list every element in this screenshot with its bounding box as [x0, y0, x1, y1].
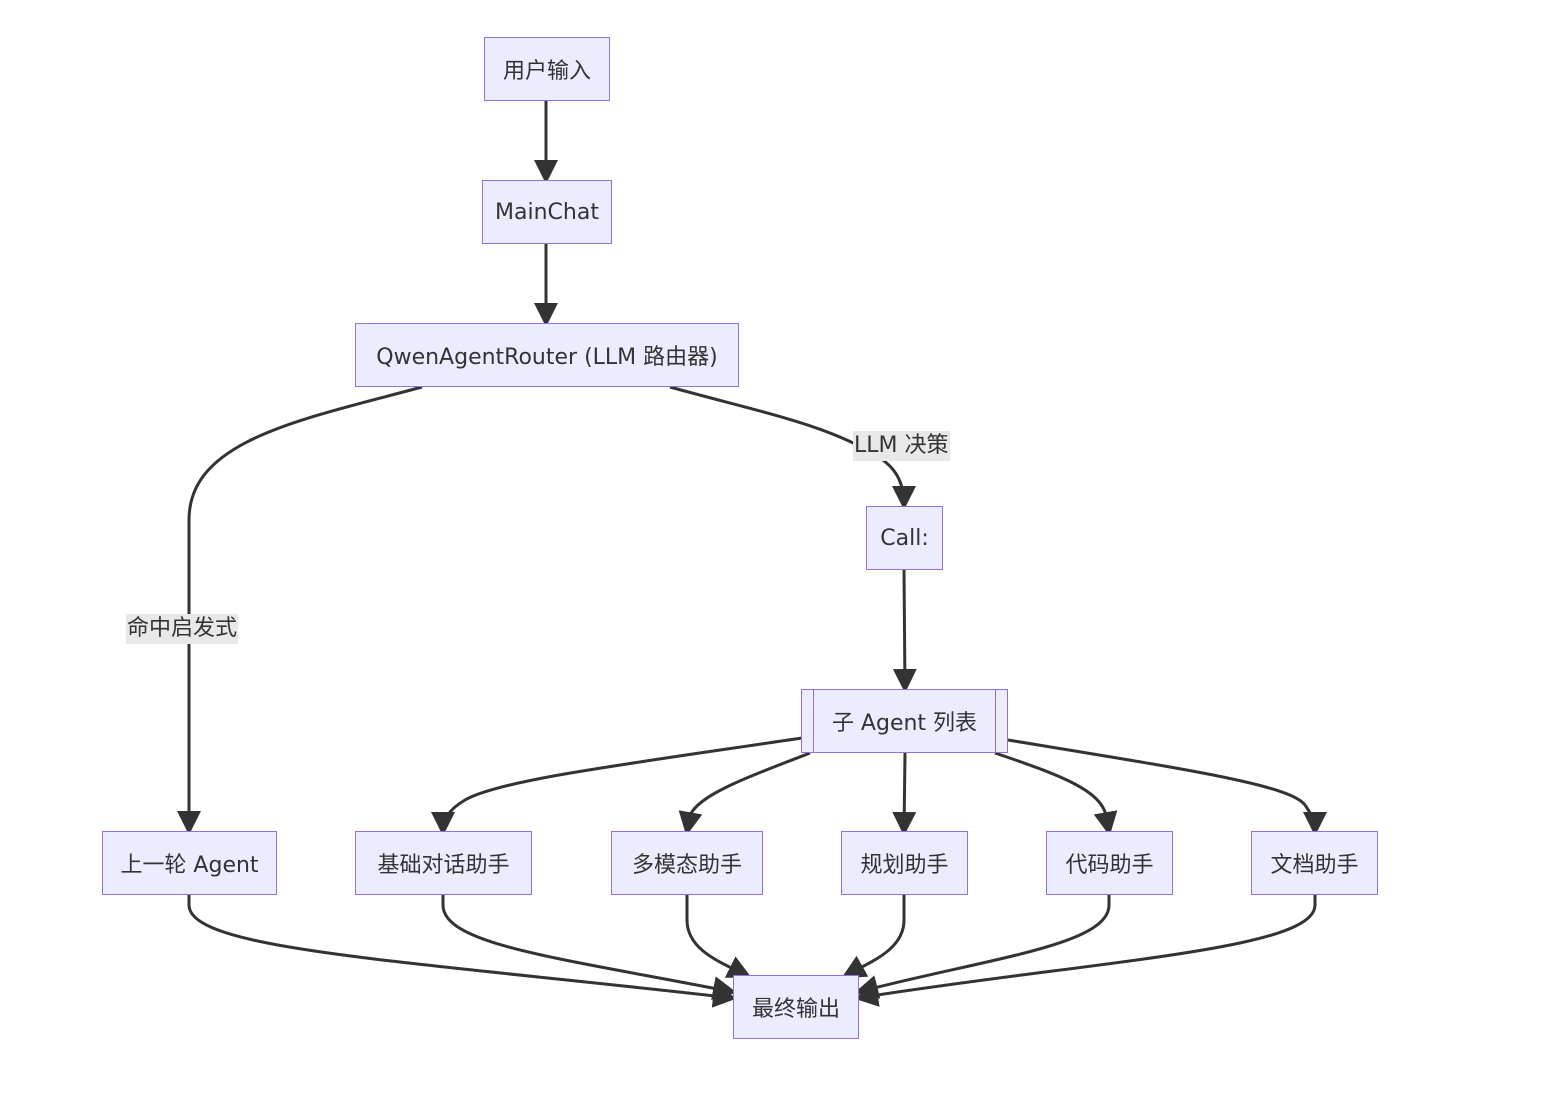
node-label: Call:: [880, 525, 929, 551]
node-label: 用户输入: [502, 59, 591, 84]
edge-sub-agents-to-multimodal: [678, 751, 811, 836]
node-label: 规划助手: [860, 853, 949, 878]
edge-basic-chat-to-output: [441, 895, 737, 1000]
node-mainchat: MainChat: [482, 180, 612, 244]
edge-prev-agent-to-output: [187, 895, 737, 1008]
edge-label-heuristic-hit: 命中启发式: [126, 614, 239, 644]
node-call: Call:: [866, 506, 943, 570]
node-basic-chat: 基础对话助手: [355, 831, 532, 895]
edge-sub-agents-to-code: [994, 751, 1118, 836]
edge-call-to-sub-agent-list: [892, 569, 917, 693]
node-document: 文档助手: [1251, 831, 1378, 895]
node-label: 基础对话助手: [377, 853, 510, 878]
edge-multimodal-to-output: [685, 895, 752, 978]
node-user-input: 用户输入: [484, 37, 610, 101]
edge-document-to-output: [854, 895, 1317, 1007]
node-label: 多模态助手: [631, 853, 742, 878]
edge-label-llm-decision: LLM 决策: [853, 431, 950, 461]
node-label: 代码助手: [1065, 853, 1154, 878]
node-label: 文档助手: [1270, 853, 1359, 878]
node-label: 子 Agent 列表: [831, 711, 978, 736]
edge-code-to-output: [854, 895, 1111, 999]
node-code: 代码助手: [1046, 831, 1173, 895]
node-label: 最终输出: [751, 997, 840, 1022]
node-label: 上一轮 Agent: [120, 853, 259, 878]
edge-planning-to-output: [841, 895, 906, 978]
node-label: MainChat: [495, 199, 599, 225]
node-router: QwenAgentRouter (LLM 路由器): [355, 323, 739, 387]
node-planning: 规划助手: [841, 831, 968, 895]
edge-sub-agents-to-basic-chat: [431, 736, 803, 836]
edge-sub-agents-to-planning: [892, 752, 917, 836]
edge-router-to-prev-agent: [177, 385, 423, 835]
edge-sub-agents-to-document: [1007, 738, 1327, 836]
node-sub-agent-list: 子 Agent 列表: [801, 689, 1008, 753]
node-multimodal: 多模态助手: [611, 831, 763, 895]
node-final-output: 最终输出: [733, 975, 859, 1039]
node-label: QwenAgentRouter (LLM 路由器): [376, 345, 718, 370]
node-prev-agent: 上一轮 Agent: [102, 831, 277, 895]
